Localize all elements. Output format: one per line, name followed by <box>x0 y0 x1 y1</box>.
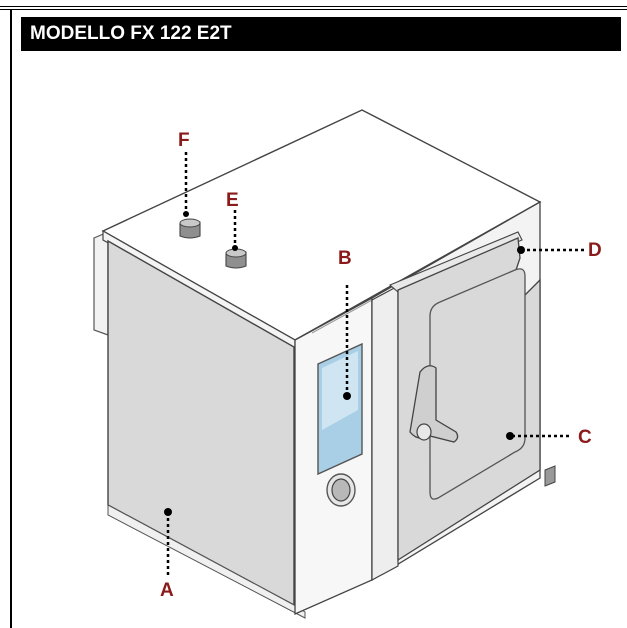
display-screen-glare <box>322 351 358 430</box>
callout-label-d: D <box>588 240 602 261</box>
callout-label-a: A <box>160 580 174 601</box>
anchor-dot-c <box>506 432 514 440</box>
door-hinge-strip <box>371 284 399 582</box>
door-top-rail <box>388 231 523 293</box>
anchor-dot-b <box>343 392 351 400</box>
callout-label-f: F <box>178 130 190 151</box>
left-margin-rule <box>10 10 12 628</box>
top-rule-secondary <box>0 9 627 10</box>
control-knob <box>331 478 351 502</box>
rear-side-fin <box>93 231 109 336</box>
callout-label-e: E <box>226 190 239 211</box>
model-title: MODELLO FX 122 E2T <box>21 17 621 51</box>
callout-label-c: C <box>578 427 592 448</box>
cabinet-foot <box>544 465 556 487</box>
vent-e <box>225 248 247 269</box>
anchor-dot-e <box>232 245 238 251</box>
callout-label-b: B <box>338 248 352 269</box>
oven-base <box>107 504 306 619</box>
vent-f <box>179 218 201 239</box>
control-panel-edge <box>311 299 373 334</box>
door-handle <box>409 365 459 443</box>
anchor-dot-d <box>517 246 525 254</box>
anchor-dot-f <box>183 211 189 217</box>
door-handle-pivot <box>416 423 432 441</box>
top-rule <box>0 6 627 7</box>
anchor-dot-a <box>164 508 172 516</box>
